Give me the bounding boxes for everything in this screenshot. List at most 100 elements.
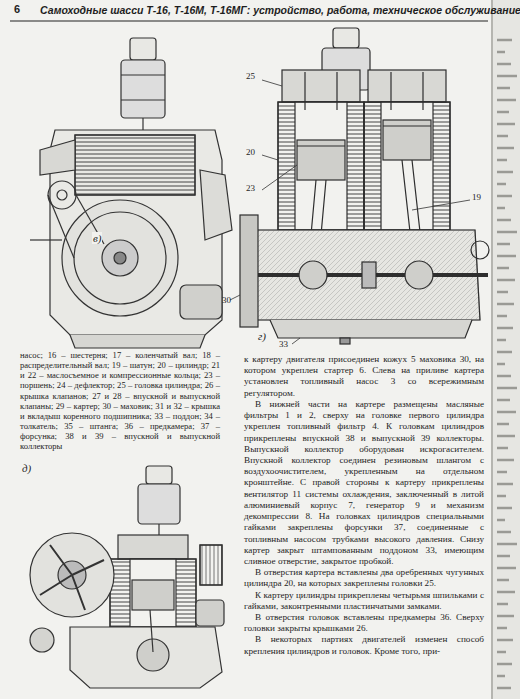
- engine-front-view: [180, 285, 222, 319]
- callout-number: 33: [279, 340, 288, 350]
- engine-front-view: [30, 38, 232, 348]
- body-paragraph: к картеру двигателя присоединен кожух 5 …: [244, 354, 484, 399]
- leader-lines: [230, 80, 470, 344]
- callout-number: 25: [246, 72, 255, 82]
- engine-section: [278, 102, 364, 230]
- next-page-strip: [497, 171, 513, 174]
- engine-side-view: [118, 535, 188, 559]
- next-page-strip: [497, 231, 517, 234]
- next-page-strip: [497, 243, 510, 246]
- engine-section: [278, 102, 364, 230]
- engine-section: [297, 145, 345, 146]
- engine-section: [295, 102, 347, 230]
- engine-section: [381, 102, 433, 230]
- next-page-strip: [497, 543, 517, 546]
- figure-letter: в): [92, 232, 102, 244]
- next-page-strip: [497, 495, 506, 498]
- next-page-strip: [497, 579, 509, 582]
- next-page-strip: [497, 399, 510, 402]
- engine-front-view: [200, 170, 232, 240]
- engine-section: [240, 215, 258, 327]
- next-page-strip: [497, 39, 512, 42]
- next-page-strip: [497, 507, 512, 510]
- next-page-strip: [497, 591, 515, 594]
- engine-section: [422, 72, 423, 110]
- body-paragraph: В нижней части на картере размещены масл…: [244, 399, 484, 567]
- engine-front-view: [62, 200, 178, 316]
- engine-side-view: [138, 484, 180, 524]
- next-page-strip: [492, 0, 520, 699]
- next-page-strip: [497, 63, 511, 66]
- engine-side-view: [30, 466, 224, 688]
- next-page-strip: [497, 255, 516, 258]
- body-paragraph: К картеру цилиндры прикреплены четырьмя …: [244, 590, 484, 612]
- engine-section: [471, 241, 489, 259]
- next-page-strip: [491, 0, 493, 699]
- engine-front-view: [70, 335, 205, 348]
- next-page-strip: [497, 675, 505, 678]
- next-page-strip: [497, 75, 517, 78]
- engine-section: [336, 72, 337, 110]
- next-page-strip: [497, 567, 516, 570]
- next-page-strip: [497, 471, 507, 474]
- next-page-strip: [497, 279, 515, 282]
- next-page-strip: [497, 123, 515, 126]
- next-page-strip: [497, 291, 508, 294]
- next-page-strip: [497, 603, 508, 606]
- engine-section: [364, 102, 450, 230]
- callout-number: 19: [472, 193, 481, 203]
- next-page-strip: [497, 519, 505, 522]
- engine-front-view: [40, 140, 75, 175]
- next-page-strip: [497, 627, 507, 630]
- engine-section: [362, 262, 376, 288]
- next-page-strip: [497, 147, 514, 150]
- figure-letter: д): [22, 462, 31, 474]
- figure-caption: насос; 16 – шестерня; 17 – коленчатый ва…: [20, 350, 220, 451]
- engine-section: [364, 102, 450, 230]
- next-page-strip: [497, 219, 511, 222]
- next-page-strip: [497, 363, 505, 366]
- next-page-strip: [497, 99, 516, 102]
- engine-side-view: [130, 559, 176, 627]
- callout-number: 30: [222, 296, 231, 306]
- engine-side-view: [158, 524, 159, 535]
- next-page-strip: [497, 639, 513, 642]
- engine-front-view: [121, 60, 165, 118]
- engine-section: [299, 261, 327, 289]
- leader-lines: [292, 338, 300, 344]
- callout-number: 20: [246, 148, 255, 158]
- engine-side-view: [200, 545, 222, 585]
- next-page-strip: [497, 459, 514, 462]
- body-paragraph: В отверстия головок вставлены предкамеры…: [244, 612, 484, 634]
- engine-section: [282, 70, 360, 102]
- engine-side-view: [30, 533, 114, 617]
- next-page-strip: [497, 663, 512, 666]
- next-page-strip: [497, 207, 505, 210]
- engine-side-view: [40, 545, 104, 610]
- engine-section: [405, 261, 433, 289]
- next-page-strip: [497, 183, 506, 186]
- next-page-strip: [497, 159, 507, 162]
- next-page-strip: [497, 267, 509, 270]
- engine-front-view: [75, 135, 195, 195]
- next-page-strip: [497, 339, 506, 342]
- engine-front-view: [48, 195, 74, 258]
- engine-front-view: [142, 118, 143, 130]
- engine-section: [368, 70, 446, 102]
- engine-side-view: [110, 559, 196, 627]
- page-number: 6: [14, 3, 20, 15]
- leader-lines: [262, 165, 297, 190]
- running-header: Самоходные шасси Т-16, Т-16М, Т-16МГ: ус…: [40, 3, 490, 17]
- text-column: к картеру двигателя присоединен кожух 5 …: [244, 354, 484, 657]
- engine-section: [383, 120, 431, 160]
- body-paragraph: В некоторых партиях двигателей изменен с…: [244, 634, 484, 656]
- engine-section: [297, 140, 345, 180]
- next-page-strip: [497, 435, 515, 438]
- next-page-strip: [497, 303, 514, 306]
- leader-lines: [262, 155, 278, 160]
- engine-side-view: [146, 466, 172, 484]
- engine-front-view: [57, 190, 67, 200]
- engine-section: [340, 338, 350, 344]
- next-page-strip: [497, 447, 508, 450]
- next-page-strip: [497, 40, 517, 688]
